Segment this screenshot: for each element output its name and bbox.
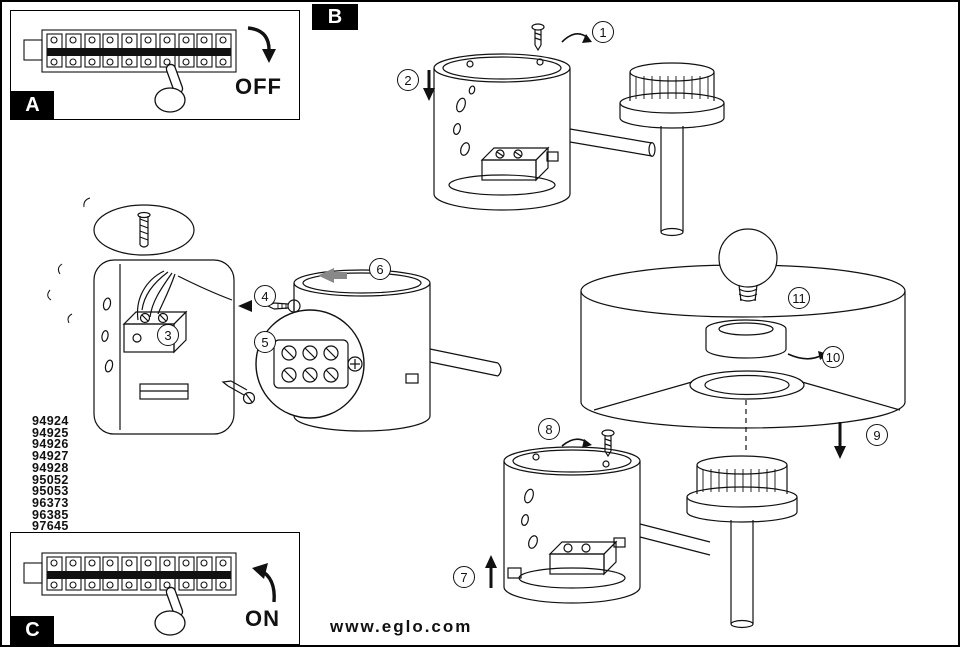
step-4-marker: 4	[254, 285, 276, 307]
model-number: 94924	[32, 414, 69, 428]
step-8-marker: 8	[538, 418, 560, 440]
switch-state-on: ON	[245, 606, 280, 631]
step-9-marker: 9	[866, 424, 888, 446]
breaker-strip-on-drawing	[23, 552, 276, 636]
model-number: 94928	[32, 460, 69, 475]
step-11-marker: 11	[788, 287, 810, 309]
step-3-marker: 3	[157, 324, 179, 346]
model-number: 95053	[32, 484, 69, 499]
step-7-marker: 7	[453, 566, 475, 588]
terminal-detail-drawing	[255, 309, 365, 419]
model-number: 94927	[32, 449, 69, 464]
off-rotate-arrow-icon	[247, 26, 276, 63]
step-1-marker: 1	[592, 21, 614, 43]
model-number: 96373	[32, 495, 69, 510]
model-number: 94926	[32, 437, 69, 452]
threaded-post-top-drawing	[619, 62, 725, 237]
model-number: 94925	[32, 425, 69, 440]
model-number: 96385	[32, 507, 69, 522]
switch-state-off: OFF	[235, 74, 282, 99]
section-label-a: A	[11, 91, 54, 119]
model-number: 97645	[32, 519, 69, 534]
step-5-marker: 5	[254, 331, 276, 353]
step-6-marker: 6	[369, 258, 391, 280]
wall-plate-exploded-drawing	[47, 197, 301, 435]
section-label-b: B	[312, 4, 358, 30]
push-direction-arrow-icon	[318, 268, 347, 283]
step-2-marker: 2	[397, 69, 419, 91]
wall-bracket-bottom-drawing	[485, 429, 798, 629]
on-rotate-arrow-icon	[252, 563, 276, 603]
model-number: 95052	[32, 472, 69, 487]
breaker-strip-off-drawing	[23, 26, 276, 113]
step-10-marker: 10	[822, 346, 844, 368]
website-url: www.eglo.com	[330, 617, 473, 636]
lamp-shade-drawing	[580, 228, 906, 459]
wall-bracket-top-drawing	[423, 23, 656, 211]
bulb-icon	[718, 228, 778, 288]
section-label-c: C	[11, 616, 54, 644]
